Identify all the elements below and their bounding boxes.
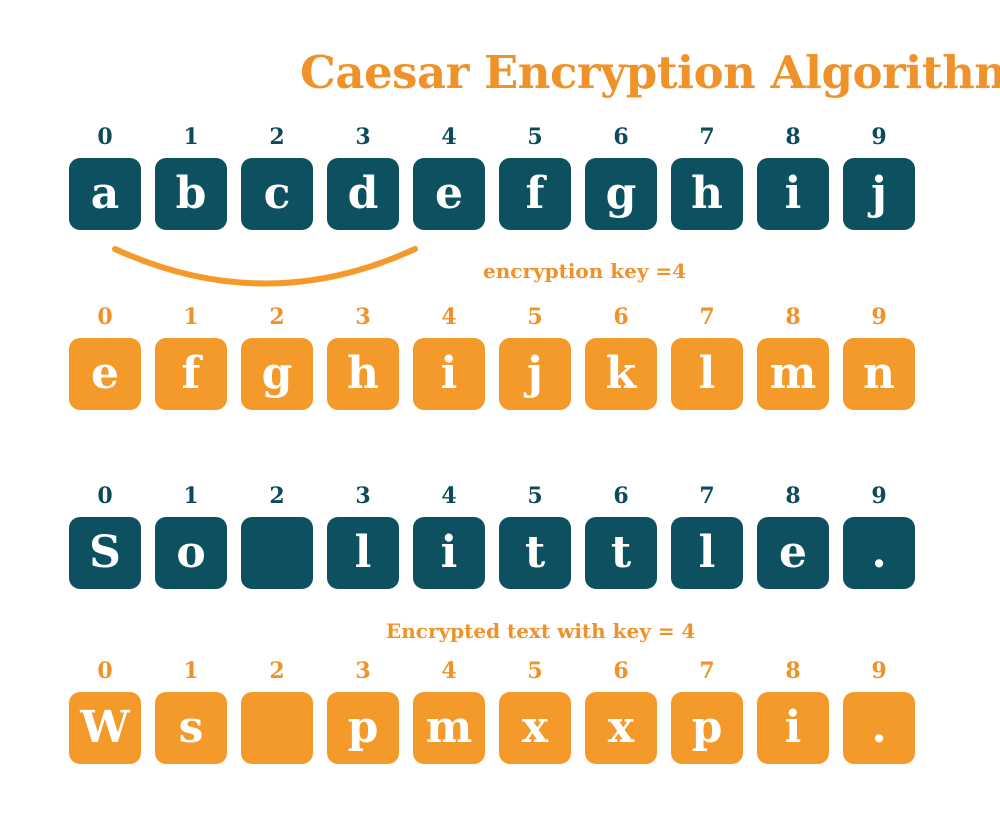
letter-tile: f bbox=[499, 158, 571, 230]
index-label: 8 bbox=[785, 304, 801, 330]
index-label: 8 bbox=[785, 658, 801, 684]
letter-tile: l bbox=[671, 338, 743, 410]
letter-tile: x bbox=[585, 692, 657, 764]
index-label: 2 bbox=[269, 483, 285, 509]
index-label: 0 bbox=[97, 658, 113, 684]
index-label: 1 bbox=[183, 658, 199, 684]
letter-tile: s bbox=[155, 692, 227, 764]
letter-tile: h bbox=[671, 158, 743, 230]
letter-tile: . bbox=[843, 517, 915, 589]
letter-tile: t bbox=[499, 517, 571, 589]
letter-tile: e bbox=[413, 158, 485, 230]
index-label: 5 bbox=[527, 483, 543, 509]
index-label: 6 bbox=[613, 304, 629, 330]
index-label: 1 bbox=[183, 483, 199, 509]
letter-tile: t bbox=[585, 517, 657, 589]
index-label: 5 bbox=[527, 304, 543, 330]
index-label: 8 bbox=[785, 124, 801, 150]
letter-tile bbox=[241, 692, 313, 764]
letter-tile: j bbox=[843, 158, 915, 230]
letter-tile: e bbox=[69, 338, 141, 410]
letter-tile: p bbox=[327, 692, 399, 764]
letter-tile: d bbox=[327, 158, 399, 230]
letter-tile bbox=[241, 517, 313, 589]
letter-tile: f bbox=[155, 338, 227, 410]
letter-tile: a bbox=[69, 158, 141, 230]
letter-tile: p bbox=[671, 692, 743, 764]
index-label: 1 bbox=[183, 124, 199, 150]
index-label: 9 bbox=[871, 483, 887, 509]
index-label: 6 bbox=[613, 483, 629, 509]
key-caption: encryption key =4 bbox=[483, 259, 687, 283]
index-label: 5 bbox=[527, 658, 543, 684]
index-label: 7 bbox=[699, 124, 715, 150]
index-label: 4 bbox=[441, 483, 457, 509]
letter-tile: e bbox=[757, 517, 829, 589]
letter-tile: c bbox=[241, 158, 313, 230]
letter-tile: h bbox=[327, 338, 399, 410]
index-label: 9 bbox=[871, 304, 887, 330]
index-label: 4 bbox=[441, 124, 457, 150]
index-label: 3 bbox=[355, 304, 371, 330]
index-label: 9 bbox=[871, 658, 887, 684]
letter-tile: i bbox=[413, 338, 485, 410]
index-label: 3 bbox=[355, 483, 371, 509]
index-label: 9 bbox=[871, 124, 887, 150]
index-label: 2 bbox=[269, 658, 285, 684]
letter-tile: l bbox=[327, 517, 399, 589]
letter-tile: b bbox=[155, 158, 227, 230]
index-label: 4 bbox=[441, 658, 457, 684]
index-label: 8 bbox=[785, 483, 801, 509]
letter-tile: g bbox=[241, 338, 313, 410]
letter-tile: i bbox=[757, 158, 829, 230]
letter-tile: n bbox=[843, 338, 915, 410]
index-label: 6 bbox=[613, 658, 629, 684]
index-label: 2 bbox=[269, 304, 285, 330]
index-label: 2 bbox=[269, 124, 285, 150]
letter-tile: o bbox=[155, 517, 227, 589]
diagram-title: Caesar Encryption Algorithm bbox=[300, 46, 1000, 99]
letter-tile: g bbox=[585, 158, 657, 230]
index-label: 0 bbox=[97, 124, 113, 150]
encrypted-text-caption: Encrypted text with key = 4 bbox=[386, 619, 696, 643]
letter-tile: W bbox=[69, 692, 141, 764]
index-label: 7 bbox=[699, 658, 715, 684]
letter-tile: m bbox=[757, 338, 829, 410]
letter-tile: k bbox=[585, 338, 657, 410]
letter-tile: l bbox=[671, 517, 743, 589]
index-label: 3 bbox=[355, 124, 371, 150]
letter-tile: S bbox=[69, 517, 141, 589]
index-label: 5 bbox=[527, 124, 543, 150]
letter-tile: j bbox=[499, 338, 571, 410]
index-label: 3 bbox=[355, 658, 371, 684]
letter-tile: i bbox=[757, 692, 829, 764]
letter-tile: i bbox=[413, 517, 485, 589]
letter-tile: x bbox=[499, 692, 571, 764]
index-label: 0 bbox=[97, 304, 113, 330]
index-label: 1 bbox=[183, 304, 199, 330]
letter-tile: . bbox=[843, 692, 915, 764]
index-label: 6 bbox=[613, 124, 629, 150]
index-label: 7 bbox=[699, 483, 715, 509]
index-label: 0 bbox=[97, 483, 113, 509]
index-label: 7 bbox=[699, 304, 715, 330]
letter-tile: m bbox=[413, 692, 485, 764]
index-label: 4 bbox=[441, 304, 457, 330]
